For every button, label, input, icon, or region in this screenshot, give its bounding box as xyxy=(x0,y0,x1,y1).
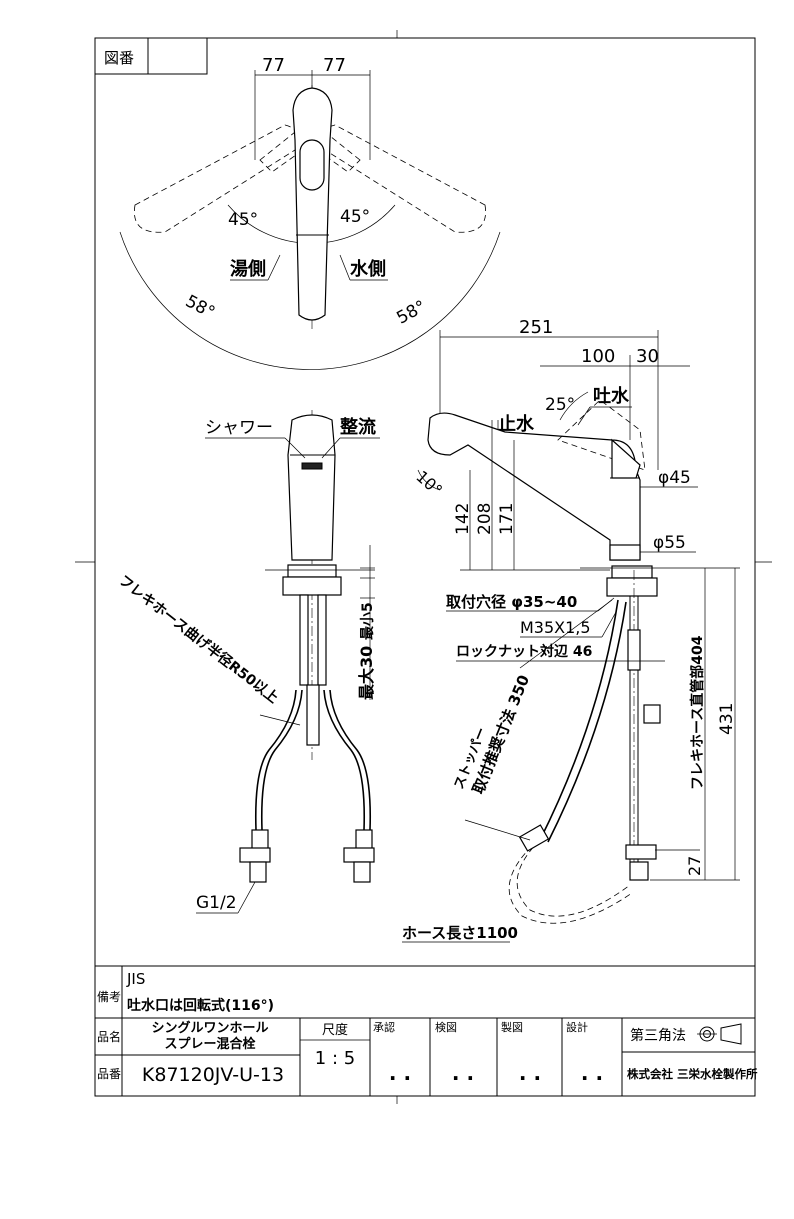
dim-g12: G1/2 xyxy=(196,893,237,913)
remarks-label: 備考 xyxy=(97,989,121,1004)
draw-value: . . xyxy=(519,1061,541,1085)
check-value: . . xyxy=(452,1061,474,1085)
dim-min5: 最小5 xyxy=(359,602,376,640)
dim-flex-404: フレキホース直管部404 xyxy=(689,635,706,790)
company-name: 株式会社 三栄水栓製作所 xyxy=(627,1067,758,1081)
dim-100: 100 xyxy=(581,346,615,367)
part-number: K87120JV-U-13 xyxy=(142,1064,284,1086)
side-view: 251 100 30 25° 吐水 止水 10° 142 208 171 φ45 xyxy=(412,317,740,924)
note-hose-bend-radius: フレキホース曲げ半径R50以上 xyxy=(116,572,282,707)
dim-dia-45: φ45 xyxy=(658,468,691,488)
dim-hose-length: ホース長さ1100 xyxy=(402,924,518,942)
dim-height-142: 142 xyxy=(453,503,473,535)
dim-thread: M35X1,5 xyxy=(520,618,591,637)
dim-angle-right-58: 58° xyxy=(393,297,429,329)
label-stop-water: 止水 xyxy=(498,413,535,435)
check-label: 検図 xyxy=(435,1020,457,1034)
dim-height-171: 171 xyxy=(497,503,517,535)
dim-angle-hot-45: 45° xyxy=(228,210,258,230)
dim-angle-cold-45: 45° xyxy=(340,207,370,227)
dim-top-left-77: 77 xyxy=(262,55,285,76)
title-block: 備考 JIS 吐水口は回転式(116°) 品名 シングルワンホール スプレー混合… xyxy=(95,965,758,1096)
dim-27: 27 xyxy=(685,856,704,876)
dim-max30: 最大30 xyxy=(357,646,376,700)
scale-value: 1 : 5 xyxy=(315,1048,355,1069)
projection-label: 第三角法 xyxy=(630,1027,686,1044)
approve-value: . . xyxy=(389,1061,411,1085)
dim-angle-10: 10° xyxy=(412,467,446,500)
front-view: シャワー 整流 最大30 最小5 フレキホース曲げ半径R50以上 G1/2 xyxy=(116,410,380,914)
approve-label: 承認 xyxy=(373,1020,395,1034)
dim-angle-left-58: 58° xyxy=(182,291,218,323)
dim-total-251: 251 xyxy=(519,317,553,338)
drawing-frame xyxy=(94,37,756,1097)
dim-30: 30 xyxy=(636,346,659,367)
draw-label: 製図 xyxy=(501,1020,523,1034)
design-value: . . xyxy=(581,1061,603,1085)
dim-height-208: 208 xyxy=(475,503,495,535)
dim-dia-55: φ55 xyxy=(653,533,686,553)
third-angle-projection-icon xyxy=(697,1023,742,1045)
label-shower: シャワー xyxy=(205,418,273,438)
drawing-number-label: 図番 xyxy=(104,49,134,67)
dim-angle-25: 25° xyxy=(545,395,575,415)
label-hot-side: 湯側 xyxy=(230,258,266,280)
product-name-line1: シングルワンホール xyxy=(151,1020,268,1036)
dim-locknut: ロックナット対辺 46 xyxy=(456,643,592,660)
top-view: 77 77 58° 58° 45° 45° 湯側 水側 xyxy=(119,55,501,370)
product-name-line2: スプレー混合栓 xyxy=(164,1036,255,1052)
design-label: 設計 xyxy=(566,1020,588,1034)
scale-label: 尺度 xyxy=(322,1022,348,1038)
label-straight-flow: 整流 xyxy=(339,416,376,438)
product-name-label: 品名 xyxy=(97,1029,121,1044)
remarks-jis: JIS xyxy=(126,970,145,988)
dim-431: 431 xyxy=(717,703,737,735)
dim-mount-hole: 取付穴径 φ35~40 xyxy=(446,593,577,611)
drawing-number-box: 図番 xyxy=(95,38,208,75)
label-spout-water: 吐水 xyxy=(593,385,630,407)
remarks-rotation: 吐水口は回転式(116°) xyxy=(127,997,274,1014)
label-cold-side: 水側 xyxy=(350,258,386,280)
dim-top-right-77: 77 xyxy=(323,55,346,76)
part-number-label: 品番 xyxy=(97,1067,121,1081)
